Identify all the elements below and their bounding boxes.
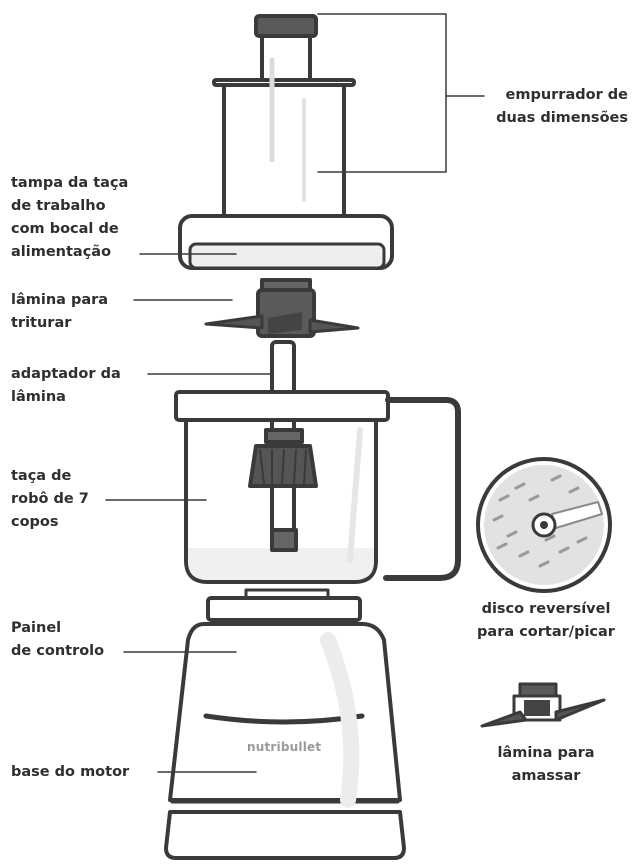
lid-illustration bbox=[178, 214, 394, 270]
lid-label: tampa da taça de trabalho com bocal de a… bbox=[11, 175, 129, 260]
pusher-leader-line bbox=[317, 13, 447, 173]
disc-illustration bbox=[476, 457, 612, 593]
bowl-illustration bbox=[174, 390, 461, 584]
motor-base-label: base do motor bbox=[11, 764, 130, 780]
dough-blade-label: lâmina para amassar bbox=[497, 745, 595, 784]
dough-blade-illustration bbox=[480, 682, 606, 728]
blade-adapter-label: adaptador da lâmina bbox=[11, 366, 121, 405]
control-panel-label: Painel de controlo bbox=[11, 620, 105, 659]
bowl-label: taça de robô de 7 copos bbox=[11, 468, 89, 530]
leader-lines bbox=[105, 13, 485, 773]
chopping-blade-label: lâmina para triturar bbox=[11, 292, 109, 331]
motor-base-illustration bbox=[164, 588, 406, 860]
chopping-blade-illustration bbox=[204, 278, 360, 338]
disc-label: disco reversível para cortar/picar bbox=[477, 601, 615, 640]
pusher-label: empurrador de duas dimensões bbox=[496, 87, 628, 126]
pusher-illustration bbox=[212, 14, 356, 219]
brand-logo-text: nutribullet bbox=[247, 740, 322, 754]
